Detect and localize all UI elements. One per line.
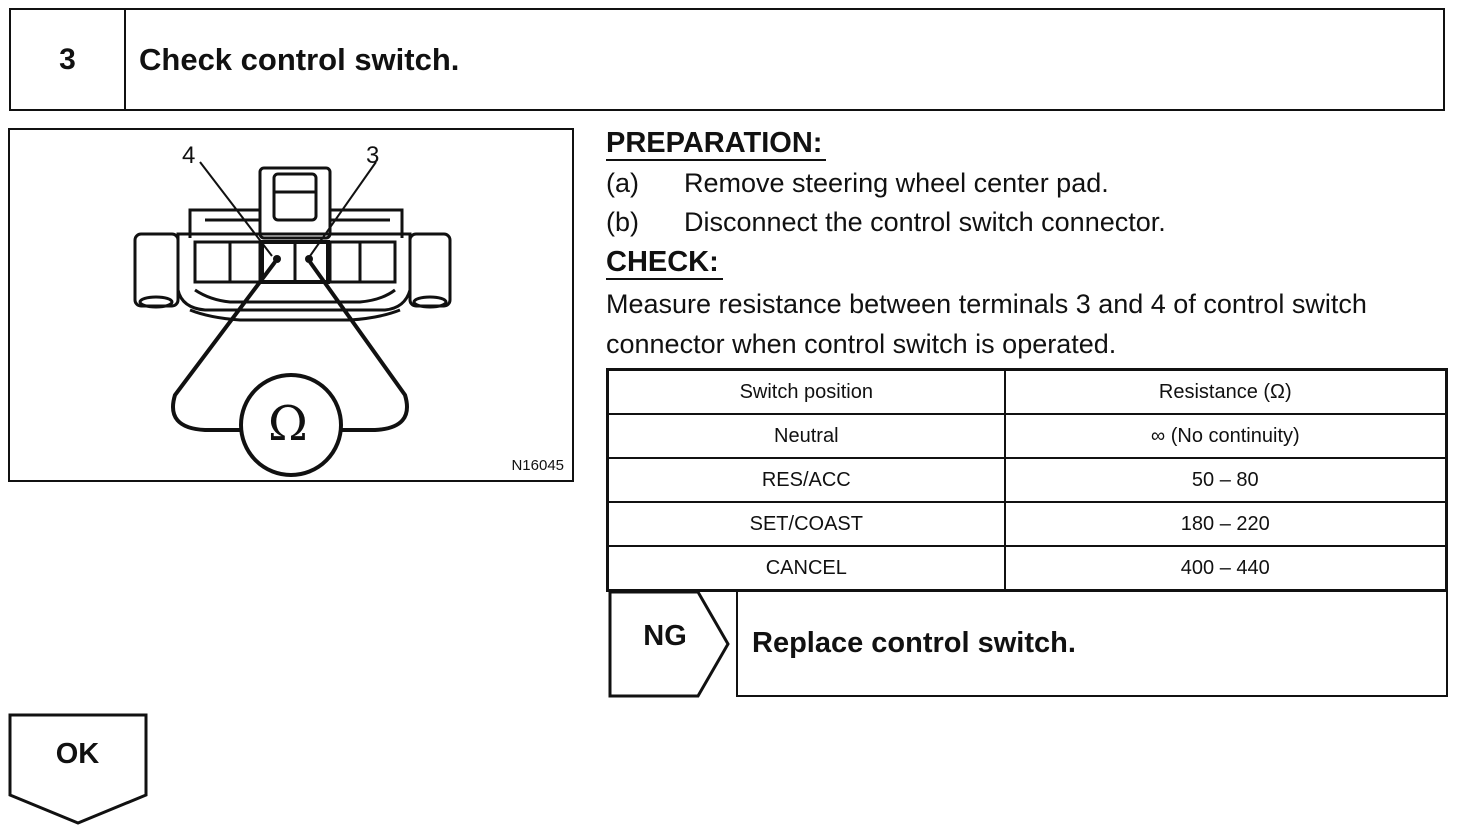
table-row: CANCEL 400 – 440 (606, 545, 1448, 592)
ohm-symbol: Ω (268, 396, 308, 452)
switch-position-cell: CANCEL (606, 545, 1006, 592)
ok-label: OK (55, 738, 100, 770)
switch-position-cell: SET/COAST (606, 501, 1006, 547)
resistance-cell: 400 – 440 (1003, 545, 1448, 592)
terminal-4-label: 4 (182, 142, 196, 169)
item-letter: (b) (606, 207, 639, 237)
preparation-item: (a) Remove steering wheel center pad. (606, 166, 1109, 200)
connector-drawing (133, 161, 452, 477)
resistance-table: Switch position Resistance (Ω) Neutral ∞… (606, 368, 1448, 592)
table-row: RES/ACC 50 – 80 (606, 457, 1448, 503)
item-text: Disconnect the control switch connector. (684, 207, 1166, 237)
step-number: 3 (11, 10, 126, 109)
column-header: Resistance (Ω) (1003, 368, 1448, 415)
terminal-3-label: 3 (366, 142, 380, 169)
step-header: 3 Check control switch. (9, 8, 1445, 111)
connector-illustration: 4 3 Ω N16045 (8, 128, 574, 482)
ng-label: NG (643, 620, 687, 652)
resistance-cell: 180 – 220 (1003, 501, 1448, 547)
preparation-heading: PREPARATION: (606, 127, 827, 161)
ng-arrow-box (608, 590, 730, 698)
ok-arrow-box (8, 713, 148, 825)
ng-action: Replace control switch. (736, 590, 1448, 697)
table-header-row: Switch position Resistance (Ω) (606, 368, 1448, 415)
step-title: Check control switch. (139, 41, 460, 77)
preparation-item: (b) Disconnect the control switch connec… (606, 205, 1166, 239)
column-header: Switch position (606, 368, 1006, 415)
check-heading: CHECK: (606, 246, 723, 280)
switch-position-cell: RES/ACC (606, 457, 1006, 503)
table-row: SET/COAST 180 – 220 (606, 501, 1448, 547)
figure-code: N16045 (511, 457, 564, 474)
resistance-cell: 50 – 80 (1003, 457, 1448, 503)
table-row: Neutral ∞ (No continuity) (606, 413, 1448, 459)
item-text: Remove steering wheel center pad. (684, 168, 1109, 198)
item-letter: (a) (606, 168, 639, 198)
check-instructions: Measure resistance between terminals 3 a… (606, 289, 1367, 359)
switch-position-cell: Neutral (606, 413, 1006, 459)
resistance-cell: ∞ (No continuity) (1003, 413, 1448, 459)
